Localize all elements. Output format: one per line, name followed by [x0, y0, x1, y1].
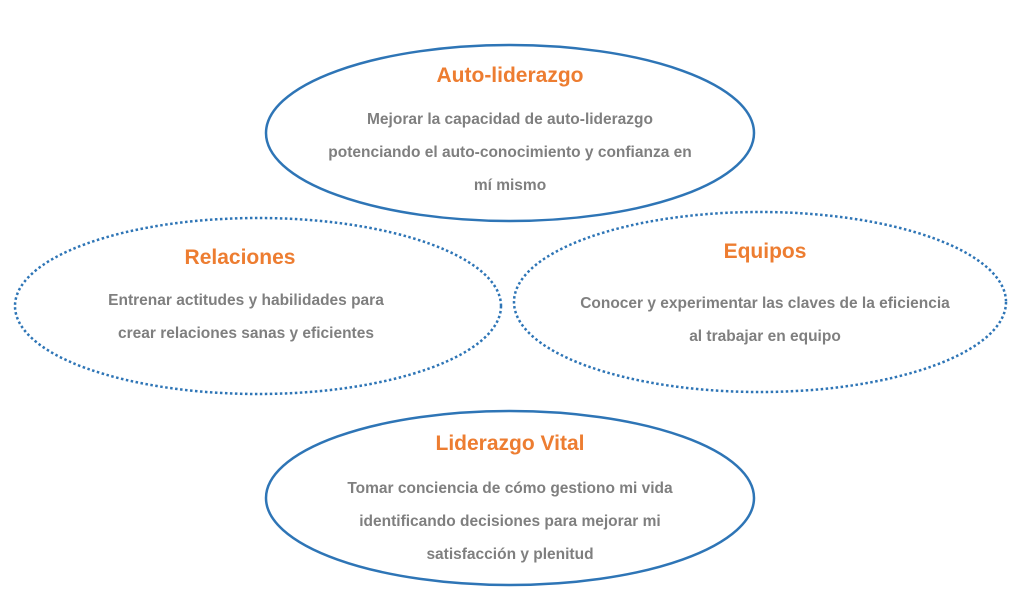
node-relaciones-ellipse — [13, 216, 503, 396]
node-auto-liderazgo-title: Auto-liderazgo — [437, 64, 584, 87]
node-equipos-line-1: Conocer y experimentar las claves de la … — [580, 295, 950, 312]
node-liderazgo-vital: Liderazgo Vital Tomar conciencia de cómo… — [264, 409, 756, 587]
node-liderazgo-vital-line-2: identificando decisiones para mejorar mi — [359, 513, 660, 530]
node-liderazgo-vital-title: Liderazgo Vital — [436, 432, 585, 455]
node-relaciones-line-2: crear relaciones sanas y eficientes — [118, 325, 374, 342]
node-auto-liderazgo-line-2: potenciando el auto-conocimiento y confi… — [328, 144, 691, 161]
node-relaciones-line-1: Entrenar actitudes y habilidades para — [108, 292, 384, 309]
node-auto-liderazgo-ellipse — [264, 43, 756, 223]
node-auto-liderazgo: Auto-liderazgo Mejorar la capacidad de a… — [264, 43, 756, 223]
node-equipos-title: Equipos — [724, 240, 807, 263]
node-liderazgo-vital-line-3: satisfacción y plenitud — [426, 546, 593, 563]
node-relaciones-title: Relaciones — [185, 246, 296, 269]
node-equipos: Equipos Conocer y experimentar las clave… — [512, 210, 1008, 394]
node-equipos-line-2: al trabajar en equipo — [689, 328, 841, 345]
node-liderazgo-vital-ellipse — [264, 409, 756, 587]
node-liderazgo-vital-line-1: Tomar conciencia de cómo gestiono mi vid… — [347, 480, 673, 497]
node-auto-liderazgo-line-1: Mejorar la capacidad de auto-liderazgo — [367, 111, 653, 128]
node-relaciones: Relaciones Entrenar actitudes y habilida… — [13, 216, 503, 396]
node-auto-liderazgo-line-3: mí mismo — [474, 177, 546, 194]
node-equipos-ellipse — [512, 210, 1008, 394]
